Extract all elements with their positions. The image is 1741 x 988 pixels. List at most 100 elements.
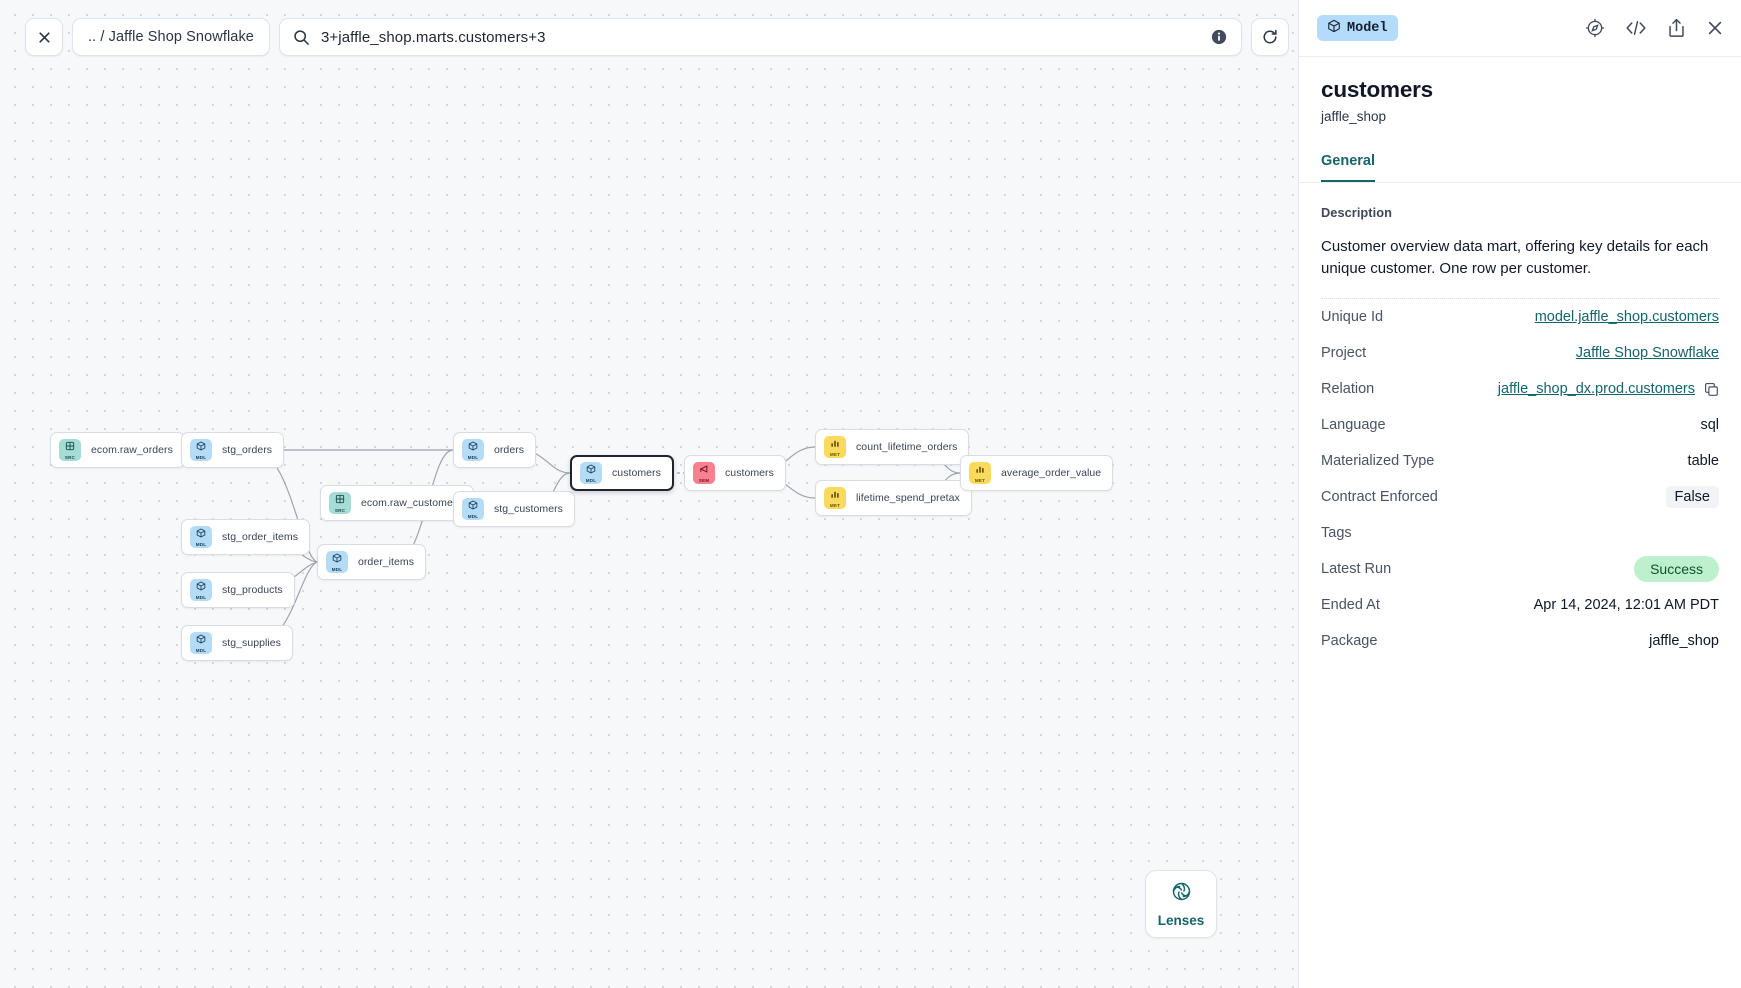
property-value[interactable]: jaffle_shop_dx.prod.customers <box>1498 381 1719 397</box>
info-icon[interactable] <box>1211 29 1227 45</box>
close-lineage-button[interactable] <box>25 18 63 56</box>
node-type-badge-mdl-icon: MDL <box>190 439 212 461</box>
node-type-badge-met-icon: MET <box>824 487 846 509</box>
node-type-badge-met-icon: MET <box>824 436 846 458</box>
property-value: table <box>1687 453 1719 470</box>
property-key: Tags <box>1321 525 1352 542</box>
property-value: False <box>1665 486 1719 509</box>
property-row: Latest Run Success <box>1321 551 1719 587</box>
tab-general[interactable]: General <box>1321 153 1375 182</box>
resource-type-label: Model <box>1347 20 1388 36</box>
property-value[interactable]: Jaffle Shop Snowflake <box>1575 345 1719 362</box>
node-type-badge-met-icon: MET <box>969 462 991 484</box>
panel-actions <box>1585 18 1724 38</box>
graph-node-average_order_value[interactable]: MET average_order_value <box>960 455 1114 491</box>
lineage-search[interactable] <box>278 18 1242 56</box>
lenses-button[interactable]: Lenses <box>1145 870 1217 938</box>
node-label: average_order_value <box>1001 467 1102 479</box>
graph-node-stg_order_items[interactable]: MDL stg_order_items <box>181 519 311 555</box>
lineage-edges <box>142 446 961 644</box>
panel-tabs: General <box>1299 153 1741 183</box>
property-key: Language <box>1321 417 1386 434</box>
page-title: customers <box>1321 77 1433 102</box>
graph-node-stg_customers[interactable]: MDL stg_customers <box>453 491 575 527</box>
graph-node-lifetime_spend_pretax[interactable]: MET lifetime_spend_pretax <box>815 480 972 516</box>
resource-type-chip[interactable]: Model <box>1317 15 1398 41</box>
property-key: Project <box>1321 345 1367 362</box>
search-icon <box>293 29 310 46</box>
node-type-badge-src-icon: SRC <box>329 492 351 514</box>
graph-node-stg_orders[interactable]: MDL stg_orders <box>181 432 285 468</box>
graph-node-order_items[interactable]: MDL order_items <box>317 544 426 580</box>
node-label: stg_products <box>222 584 283 596</box>
node-type-badge-mdl-icon: MDL <box>190 526 212 548</box>
graph-node-customers_model[interactable]: MDL customers <box>570 455 674 491</box>
property-key: Unique Id <box>1321 309 1384 326</box>
node-type-badge-mdl-icon: MDL <box>462 498 484 520</box>
graph-node-stg_supplies[interactable]: MDL stg_supplies <box>181 625 293 661</box>
node-label: stg_supplies <box>222 637 281 649</box>
node-label: orders <box>494 444 525 456</box>
lenses-label: Lenses <box>1157 912 1205 928</box>
close-icon[interactable] <box>1706 19 1724 37</box>
node-type-badge-mdl-icon: MDL <box>580 462 602 484</box>
details-panel: Model <box>1298 0 1741 988</box>
panel-body: Description Customer overview data mart,… <box>1299 183 1741 988</box>
node-type-badge-mdl-icon: MDL <box>326 551 348 573</box>
node-type-badge-mdl-icon: MDL <box>462 439 484 461</box>
node-label: stg_order_items <box>222 531 299 543</box>
property-key: Contract Enforced <box>1321 489 1438 506</box>
share-icon[interactable] <box>1667 18 1686 38</box>
property-row: Project Jaffle Shop Snowflake <box>1321 335 1719 371</box>
property-link[interactable]: jaffle_shop_dx.prod.customers <box>1497 381 1695 398</box>
page-subtitle: jaffle_shop <box>1321 109 1387 124</box>
description-text: Customer overview data mart, offering ke… <box>1321 238 1709 278</box>
node-label: ecom.raw_orders <box>91 444 173 456</box>
explore-icon[interactable] <box>1585 18 1605 38</box>
property-key: Latest Run <box>1321 561 1392 578</box>
code-icon[interactable] <box>1625 19 1647 37</box>
canvas-toolbar: .. / Jaffle Shop Snowflake <box>25 18 1289 56</box>
node-type-badge-sem-icon: SEM <box>693 462 715 484</box>
description-label: Description <box>1321 205 1392 220</box>
refresh-button[interactable] <box>1250 18 1289 56</box>
breadcrumb[interactable]: .. / Jaffle Shop Snowflake <box>72 18 270 56</box>
node-label: customers <box>612 467 661 479</box>
refresh-icon <box>1261 28 1279 46</box>
breadcrumb-label: .. / Jaffle Shop Snowflake <box>88 29 254 45</box>
close-icon <box>37 30 52 45</box>
property-key: Package <box>1321 633 1378 650</box>
node-label: stg_customers <box>494 503 563 515</box>
aperture-icon <box>1171 881 1192 907</box>
property-row: Unique Id model.jaffle_shop.customers <box>1321 299 1719 335</box>
graph-node-count_lifetime_orders[interactable]: MET count_lifetime_orders <box>815 429 970 465</box>
property-row: Package jaffle_shop <box>1321 623 1719 659</box>
graph-node-orders[interactable]: MDL orders <box>453 432 537 468</box>
node-label: count_lifetime_orders <box>856 441 958 453</box>
cube-icon <box>1327 19 1341 38</box>
lineage-canvas[interactable]: .. / Jaffle Shop Snowflake <box>0 0 1298 988</box>
copy-icon[interactable] <box>1704 382 1719 397</box>
panel-toolbar: Model <box>1299 0 1741 57</box>
node-label: stg_orders <box>222 444 273 456</box>
node-type-badge-src-icon: SRC <box>59 439 81 461</box>
property-key: Materialized Type <box>1321 453 1435 470</box>
node-label: lifetime_spend_pretax <box>856 492 960 504</box>
property-key: Ended At <box>1321 597 1380 614</box>
node-label: order_items <box>358 556 414 568</box>
property-value: sql <box>1700 417 1719 434</box>
property-key: Relation <box>1321 381 1375 398</box>
property-value[interactable]: model.jaffle_shop.customers <box>1534 309 1719 326</box>
search-input[interactable] <box>320 28 1211 46</box>
property-value: Success <box>1634 556 1719 583</box>
property-value: jaffle_shop <box>1649 633 1719 650</box>
node-type-badge-mdl-icon: MDL <box>190 632 212 654</box>
graph-node-ecom_raw_orders[interactable]: SRC ecom.raw_orders <box>50 432 185 468</box>
